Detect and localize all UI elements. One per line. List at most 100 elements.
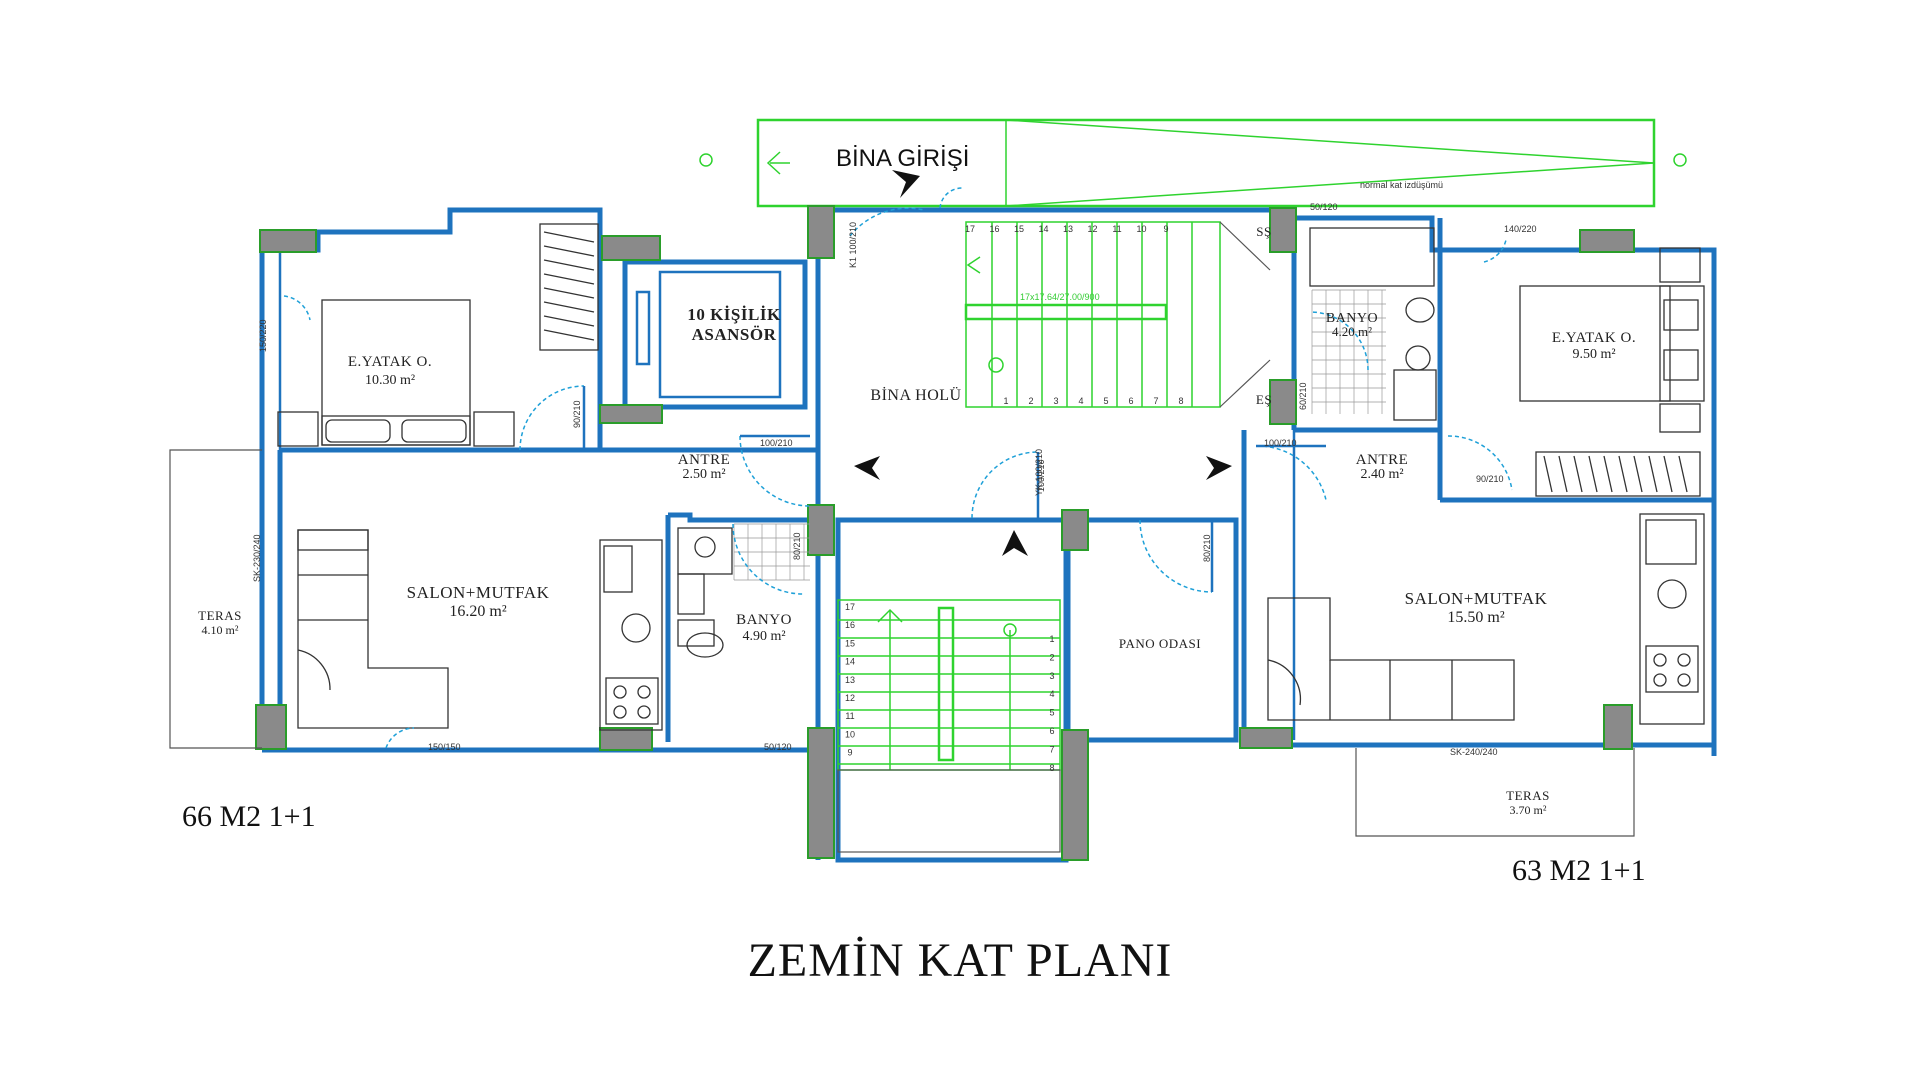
left-bath-name: BANYO — [736, 612, 792, 628]
wardrobe-hanger — [543, 273, 595, 285]
window-small-bottom-label: 50/120 — [764, 742, 792, 752]
stair-step-number: 16 — [845, 620, 855, 630]
lower-stair — [837, 599, 1061, 853]
door-right-entry-label: 100/210 — [1264, 438, 1297, 448]
wardrobe-hanger — [543, 329, 595, 341]
stair-step-number: 14 — [845, 657, 855, 667]
right-entry-name: ANTRE — [1356, 452, 1409, 468]
left-bedroom-area: 10.30 m² — [365, 373, 415, 388]
stair-step-number: 10 — [1136, 224, 1146, 234]
wardrobe-hanger — [1573, 455, 1583, 493]
doors — [283, 187, 1513, 749]
stair-step-number: 9 — [847, 748, 852, 758]
stair-step-number: 17 — [965, 224, 975, 234]
right-bedroom-name: E.YATAK O. — [1552, 330, 1636, 346]
right-unit-label: 63 M2 1+1 — [1512, 854, 1646, 887]
stair-step-number: 4 — [1078, 396, 1083, 406]
wardrobe-hanger — [1678, 455, 1688, 493]
stair-step-number: 4 — [1049, 689, 1054, 699]
stair-step-number: 7 — [1049, 744, 1054, 754]
stair-step-number: 5 — [1103, 396, 1108, 406]
door-left-bed-label: 90/210 — [572, 400, 582, 428]
wardrobe-hanger — [543, 301, 595, 313]
entrance-label: BİNA GİRİŞİ — [836, 145, 969, 172]
right-bedroom-area: 9.50 m² — [1572, 347, 1615, 362]
ys-door-label: YK 100/210 — [1034, 449, 1044, 496]
door-left-entry-label: 100/210 — [760, 438, 793, 448]
wardrobe-hanger — [1618, 455, 1628, 493]
window-left-bottom-label: 150/150 — [428, 742, 461, 752]
wardrobe-hanger — [543, 315, 595, 327]
stair-step-number: 1 — [1003, 396, 1008, 406]
stair-step-number: 11 — [1112, 224, 1121, 234]
window-top-mid-label: 50/120 — [1310, 202, 1338, 212]
wardrobe-hanger — [1603, 455, 1613, 493]
stair-step-number: 6 — [1049, 726, 1054, 736]
stair-step-number: 11 — [845, 711, 854, 721]
right-terrace-name: TERAS — [1506, 788, 1550, 803]
arrow-icon — [854, 456, 880, 480]
walls — [259, 207, 1717, 863]
stair-step-number: 2 — [1028, 396, 1033, 406]
door-left-bath-label: 80/210 — [792, 532, 802, 560]
wardrobe-hanger — [1588, 455, 1598, 493]
left-unit-label: 66 M2 1+1 — [182, 800, 316, 833]
stair-step-number: 16 — [989, 224, 999, 234]
stair-step-number: 12 — [1087, 224, 1097, 234]
left-living-area: 16.20 m² — [449, 603, 506, 620]
wardrobe-hanger — [1558, 455, 1568, 493]
stair-step-number: 6 — [1128, 396, 1133, 406]
wardrobe-hanger — [1648, 455, 1658, 493]
left-terrace-area: 4.10 m² — [202, 623, 239, 637]
stair-step-number: 1 — [1049, 634, 1054, 644]
arrow-icon — [1002, 530, 1028, 556]
hall-name: BİNA HOLÜ — [870, 386, 961, 404]
entrance-canopy: normal kat izdüşümü — [699, 118, 1687, 208]
sk-left-label: SK-230/240 — [252, 534, 262, 582]
wardrobe-hanger — [1543, 455, 1553, 493]
stair-step-number: 3 — [1049, 671, 1054, 681]
right-living-area: 15.50 m² — [1447, 609, 1504, 626]
stair-step-number: 2 — [1049, 652, 1054, 662]
door-right-bed-label: 90/210 — [1476, 474, 1504, 484]
right-entry-area: 2.40 m² — [1360, 467, 1403, 482]
window-left-label: 150/220 — [258, 319, 268, 352]
stair-step-number: 14 — [1038, 224, 1048, 234]
elevator-name-line2: ASANSÖR — [692, 325, 777, 344]
ss-label: SŞ — [1256, 224, 1271, 239]
right-terrace-area: 3.70 m² — [1510, 803, 1547, 817]
door-hall-label: 100/210 — [1036, 459, 1046, 492]
right-living-name: SALON+MUTFAK — [1405, 589, 1548, 608]
stair-step-number: 13 — [1063, 224, 1073, 234]
wardrobe-hanger — [543, 287, 595, 299]
stair-step-number: 8 — [1178, 396, 1183, 406]
right-bath-name: BANYO — [1326, 311, 1378, 326]
plan-title: ZEMİN KAT PLANI — [748, 934, 1173, 987]
wardrobe-hanger — [543, 231, 595, 243]
left-bath-area: 4.90 m² — [742, 629, 785, 644]
panel-room-name: PANO ODASI — [1119, 636, 1201, 651]
wardrobe-hanger — [1663, 455, 1673, 493]
stair-step-number: 10 — [845, 729, 855, 739]
stair-step-number: 5 — [1049, 708, 1054, 718]
furniture — [277, 223, 1705, 731]
sk-right-label: SK-240/240 — [1450, 747, 1498, 757]
room-labels: E.YATAK O. 10.30 m² 10 KİŞİLİK ASANSÖR A… — [198, 224, 1636, 817]
stair-step-number: 17 — [845, 602, 855, 612]
elevator-name-line1: 10 KİŞİLİK — [687, 305, 781, 324]
main-door-label: K1 100/210 — [848, 222, 858, 268]
upper-stair: 17x17.64/27.00/900 — [964, 221, 1271, 408]
arrow-icon — [1206, 456, 1232, 480]
projection-note: normal kat izdüşümü — [1360, 180, 1443, 190]
arrows — [854, 170, 1232, 556]
door-right-bath-label: 60/210 — [1298, 382, 1308, 410]
left-entry-area: 2.50 m² — [682, 467, 725, 482]
stair-note: 17x17.64/27.00/900 — [1020, 292, 1100, 302]
stair-step-number: 12 — [845, 693, 855, 703]
columns — [255, 205, 1635, 861]
wardrobe-hanger — [543, 259, 595, 271]
entrance-arrow-icon — [892, 170, 920, 198]
stair-step-number: 8 — [1049, 763, 1054, 773]
door-panel-label: 80/210 — [1202, 534, 1212, 562]
